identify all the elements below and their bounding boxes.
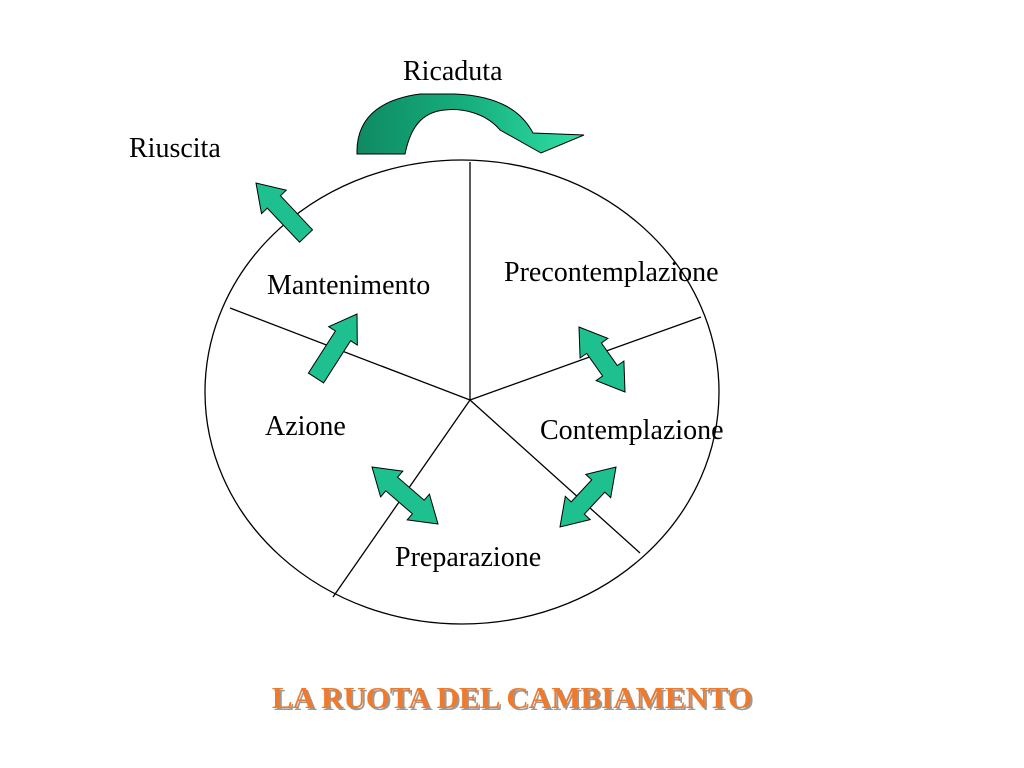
spoke-left bbox=[229, 307, 471, 401]
azione-to-mantenimento-arrow-icon bbox=[307, 313, 358, 384]
spoke-right bbox=[469, 316, 702, 401]
label-riuscita: Riuscita bbox=[129, 133, 221, 164]
riuscita-arrow-icon bbox=[255, 182, 314, 243]
label-preparazione: Preparazione bbox=[395, 542, 542, 573]
preparazione-azione-arrow-icon bbox=[371, 466, 439, 525]
spoke-lower-right bbox=[469, 399, 641, 554]
ricaduta-curved-arrow bbox=[356, 93, 585, 155]
label-mantenimento: Mantenimento bbox=[267, 270, 431, 301]
wheel-circle bbox=[204, 159, 720, 625]
slide-title: LA RUOTA DEL CAMBIAMENTO bbox=[271, 680, 753, 715]
contemplazione-preparazione-arrow-icon bbox=[559, 466, 617, 528]
precontemplazione-contemplazione-arrow-icon bbox=[578, 326, 626, 393]
label-contemplazione: Contemplazione bbox=[540, 415, 724, 446]
label-ricaduta: Ricaduta bbox=[403, 56, 503, 87]
label-azione: Azione bbox=[265, 411, 346, 442]
label-precontemplazione: Precontemplazione bbox=[504, 257, 719, 288]
